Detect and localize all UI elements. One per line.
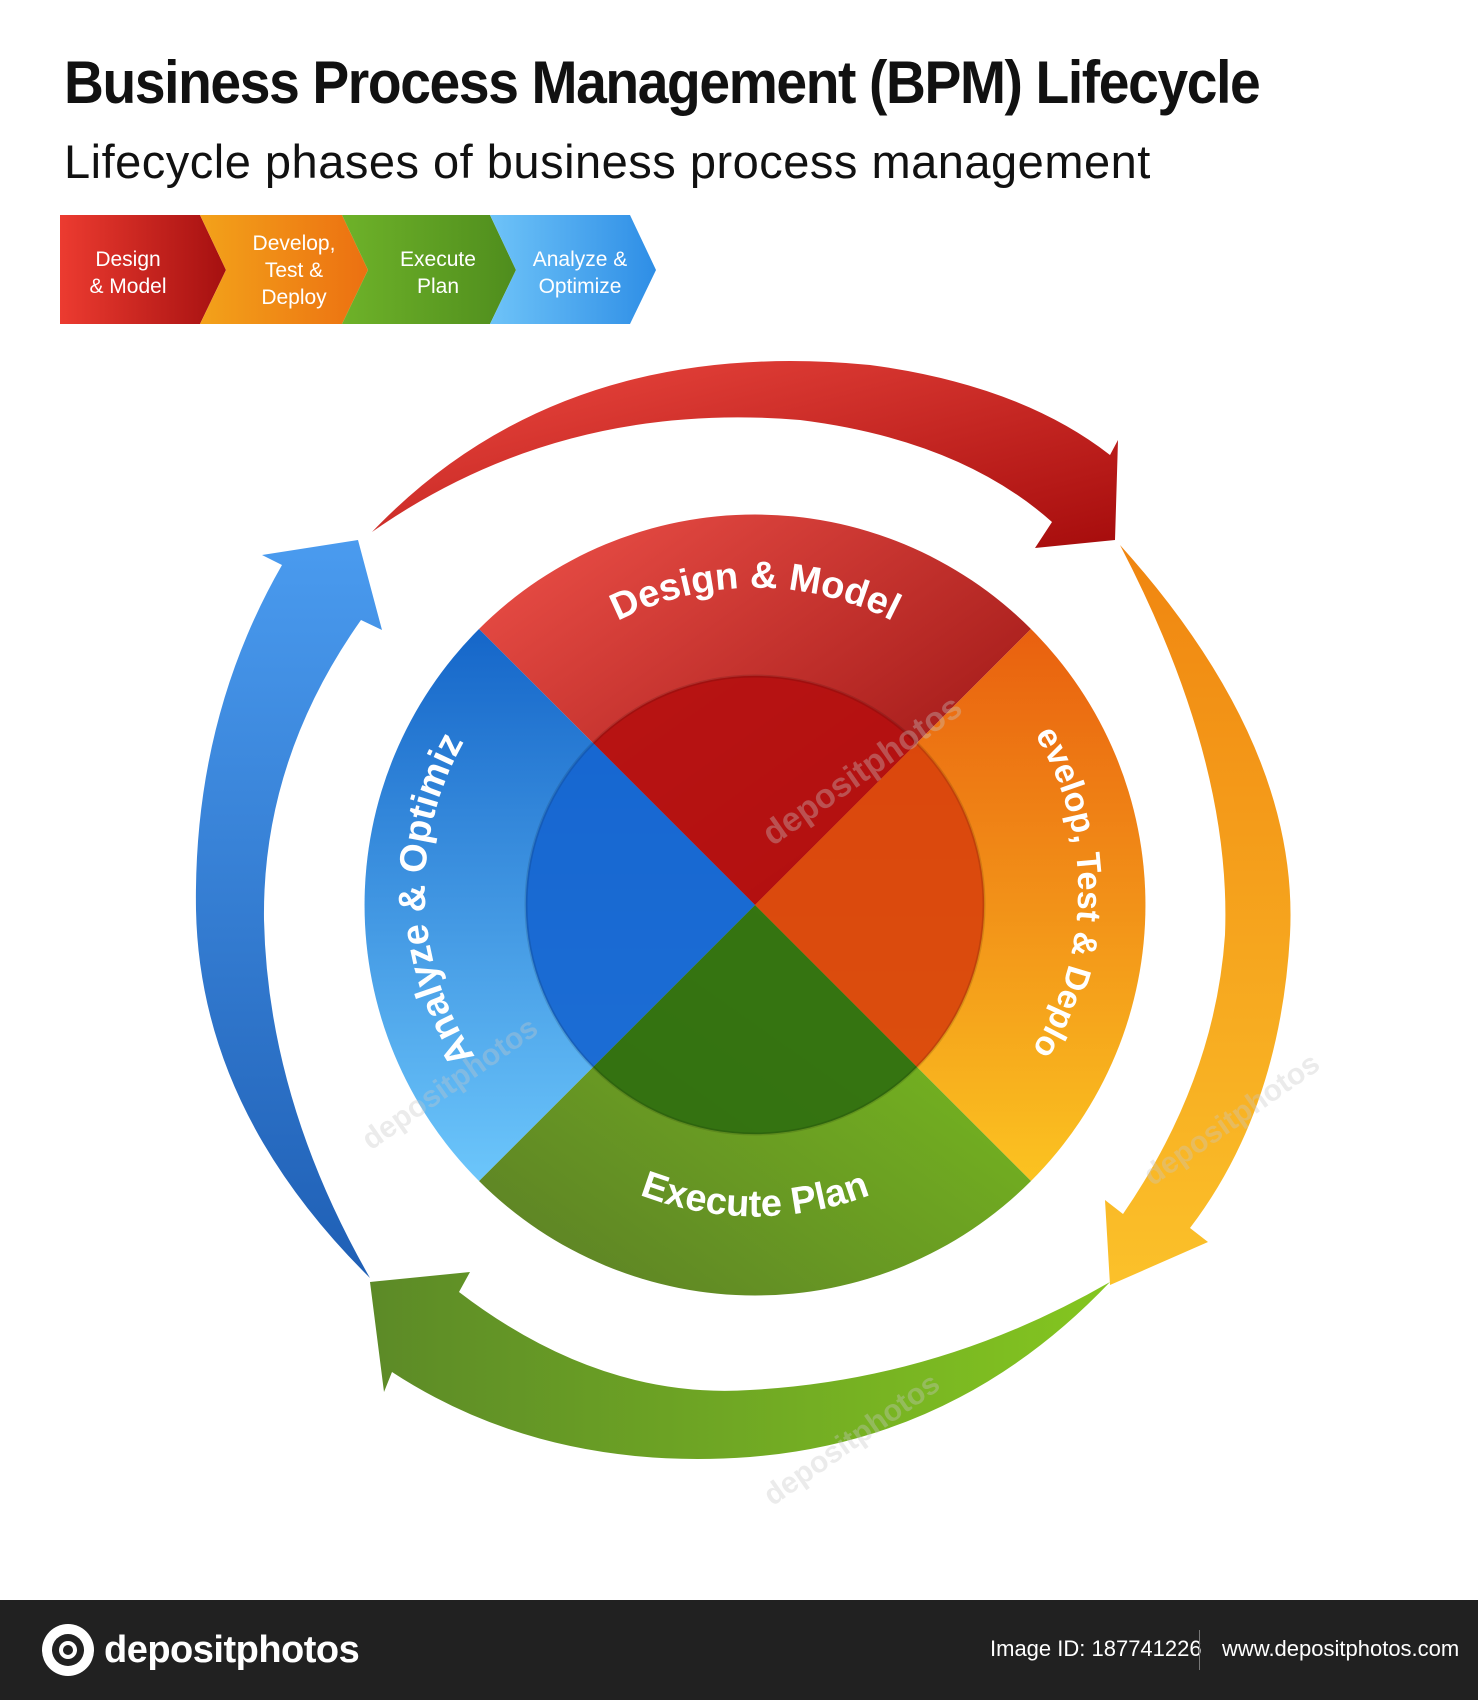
brand-name: depositphotos	[104, 1628, 360, 1671]
legend-design-line-2: & Model	[89, 275, 166, 298]
develop-inner	[755, 743, 985, 1067]
legend-develop-line-2: Test &	[265, 259, 323, 282]
brand-logo: depositphotos	[40, 1622, 360, 1678]
phase-legend: Design & Model Develop, Test & Deploy Ex…	[60, 215, 656, 324]
design-inner	[593, 675, 917, 905]
camera-logo-icon	[42, 1624, 94, 1676]
page-subtitle: Lifecycle phases of business process man…	[64, 135, 1151, 188]
image-id-text: Image ID: 187741226	[990, 1636, 1202, 1661]
bpm-diagram: Design & Model Develop, Test & Deploy Ex…	[60, 215, 1326, 1513]
legend-execute-line-2: Plan	[417, 275, 459, 298]
orange-cycle-arrow	[1105, 545, 1291, 1285]
site-url: www.depositphotos.com	[1222, 1636, 1460, 1661]
blue-cycle-arrow	[195, 540, 382, 1278]
execute-inner	[593, 905, 917, 1135]
legend-develop-line-3: Deploy	[261, 286, 327, 309]
cycle-arrows	[195, 361, 1291, 1459]
legend-chevron-develop: Develop, Test & Deploy	[200, 215, 368, 324]
red-cycle-arrow	[372, 361, 1118, 548]
legend-chevron-execute: Execute Plan	[342, 215, 516, 324]
legend-execute-line-1: Execute	[400, 248, 476, 271]
legend-chevron-analyze: Analyze & Optimize	[490, 215, 656, 324]
legend-analyze-line-2: Optimize	[539, 275, 622, 298]
legend-analyze-line-1: Analyze &	[533, 248, 628, 271]
footer-bar: depositphotos Image ID: 187741226 www.de…	[0, 1600, 1478, 1700]
green-cycle-arrow	[370, 1272, 1110, 1459]
footer-divider	[1199, 1630, 1200, 1670]
legend-develop-line-1: Develop,	[253, 232, 336, 255]
legend-chevron-design: Design & Model	[60, 215, 226, 324]
phase-wheel: Design & Model Develop, Test & Deploy Ex…	[364, 514, 1146, 1296]
legend-design-line-1: Design	[95, 248, 160, 271]
analyze-inner	[525, 743, 755, 1067]
page-title: Business Process Management (BPM) Lifecy…	[64, 49, 1261, 116]
